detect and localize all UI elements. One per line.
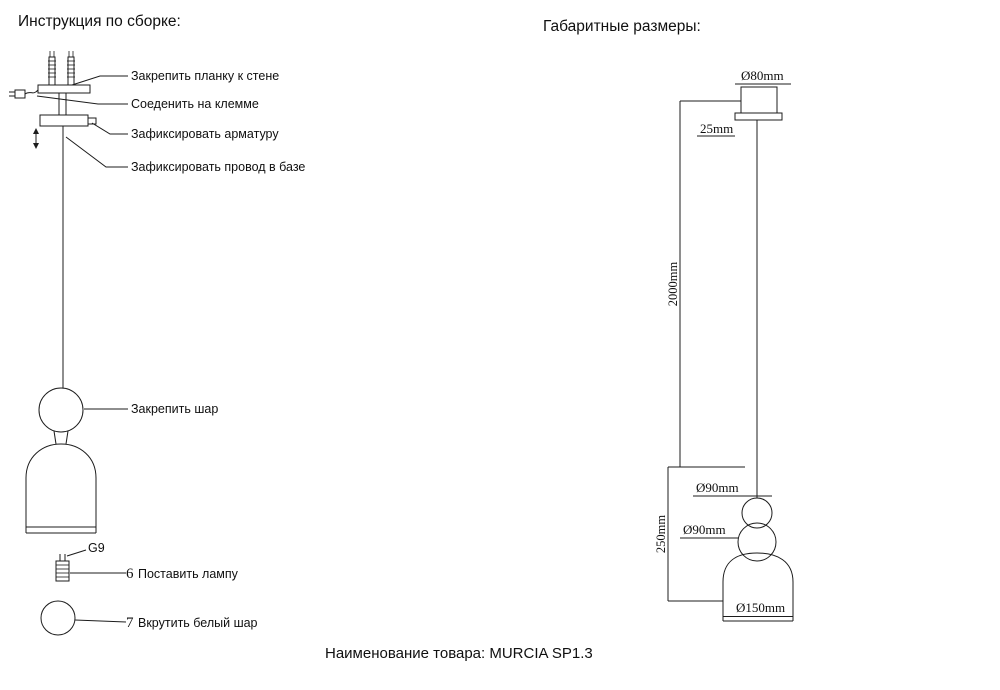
- dim-canopy-diameter: Ø80mm: [741, 68, 784, 83]
- fixture-bar: [39, 114, 97, 127]
- dim-shade-height: 250mm: [654, 515, 668, 553]
- leader-line-wire-base: [65, 136, 128, 168]
- callout-label-connect-terminal: Соеденить на клемме: [131, 97, 259, 111]
- step-6-label: Поставить лампу: [138, 567, 239, 581]
- mounting-strip: [37, 84, 91, 94]
- product-caption: Наименование товара: MURCIA SP1.3: [325, 645, 593, 662]
- shade-neck-2: [65, 430, 69, 445]
- dim-lamp-shade: [722, 552, 794, 622]
- dim-lower-ball: [737, 522, 777, 562]
- assembly-drawing: Закрепить планку к стене Соеденить на кл…: [9, 51, 305, 636]
- callout-label-attach-ball: Закрепить шар: [131, 402, 218, 416]
- canopy-plate: [734, 112, 783, 121]
- dim-canopy-height: 25mm: [700, 121, 733, 136]
- socket-label-g9: G9: [88, 541, 105, 555]
- leader-line-strip: [71, 75, 128, 86]
- callout-label-attach-strip: Закрепить планку к стене: [131, 69, 279, 83]
- updown-arrow-icon: [33, 128, 39, 149]
- dim-upper-ball: [741, 497, 773, 529]
- dimensions-title: Габаритные размеры:: [543, 18, 701, 35]
- decorative-ball: [38, 387, 84, 433]
- callout-label-fix-fixture: Зафиксировать арматуру: [131, 127, 279, 141]
- g9-bulb-icon: [55, 554, 70, 582]
- wall-screw-right-icon: [67, 51, 75, 86]
- leader-line-step7: [74, 619, 127, 623]
- leader-line-fixture: [91, 122, 128, 135]
- dim-cable-length: 2000mm: [666, 262, 680, 307]
- step-7-label: Вкрутить белый шар: [138, 616, 258, 630]
- assembly-title: Инструкция по сборке:: [18, 13, 181, 30]
- lamp-shade: [25, 443, 97, 534]
- power-plug-icon: [9, 89, 39, 99]
- step-7-number: 7: [126, 615, 134, 631]
- canopy: [740, 86, 778, 114]
- wall-screw-left-icon: [48, 51, 56, 86]
- dim-upper-ball-diameter: Ø90mm: [696, 480, 739, 495]
- step-6-number: 6: [126, 566, 134, 582]
- leader-line-g9: [66, 549, 87, 557]
- shade-neck: [53, 430, 57, 445]
- dimension-drawing: Ø80mm 25mm 2000mm 250mm Ø90mm: [654, 68, 794, 622]
- dim-shade-diameter: Ø150mm: [736, 600, 785, 615]
- callout-label-fix-wire: Зафиксировать провод в базе: [131, 160, 305, 174]
- white-ball: [40, 600, 76, 636]
- leader-line-terminal: [36, 95, 128, 105]
- dim-lower-ball-diameter: Ø90mm: [683, 522, 726, 537]
